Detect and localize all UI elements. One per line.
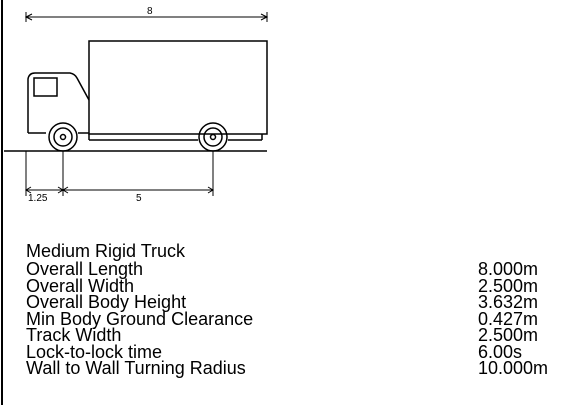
- spec-label: Track Width: [26, 325, 122, 345]
- vehicle-title: Medium Rigid Truck: [26, 241, 186, 261]
- spec-value: 6.00s: [478, 341, 523, 362]
- spec-row: Min Body Ground Clearance 0.427m: [26, 310, 562, 328]
- overall-length-label: 8: [147, 6, 153, 17]
- spec-label: Min Body Ground Clearance: [26, 308, 254, 329]
- front-wheel: [48, 122, 78, 152]
- spec-row: Overall Body Height 3.632m: [26, 293, 562, 311]
- spec-row: Overall Width 2.500m: [26, 277, 562, 295]
- rear-wheel: [198, 122, 228, 152]
- overall-length-dimension: [24, 12, 269, 22]
- lower-dimensions: [25, 151, 214, 196]
- spec-row: Wall to Wall Turning Radius 10.000m: [26, 359, 562, 377]
- spec-row: Overall Length 8.000m: [26, 260, 562, 278]
- front-overhang-label: 1.25: [28, 193, 48, 204]
- spec-label: Lock-to-lock time: [26, 341, 163, 362]
- spec-row: Track Width 2.500m: [26, 326, 562, 344]
- spec-label: Overall Width: [26, 275, 135, 296]
- spec-value: 2.500m: [478, 275, 539, 296]
- spec-label: Overall Body Height: [26, 292, 187, 312]
- spec-value: 0.427m: [478, 308, 539, 329]
- spec-value: 2.500m: [478, 325, 539, 345]
- spec-label: Overall Length: [26, 259, 144, 279]
- chassis: [28, 132, 263, 141]
- spec-row: Lock-to-lock time 6.00s: [26, 343, 562, 361]
- spec-label: Wall to Wall Turning Radius: [26, 358, 246, 378]
- spec-value: 8.000m: [478, 259, 539, 279]
- cargo-box: [88, 40, 268, 135]
- spec-value: 3.632m: [478, 292, 539, 312]
- wheelbase-label: 5: [136, 193, 142, 204]
- spec-value: 10.000m: [478, 358, 549, 378]
- truck-cab: [27, 72, 90, 133]
- cab-window: [33, 77, 58, 97]
